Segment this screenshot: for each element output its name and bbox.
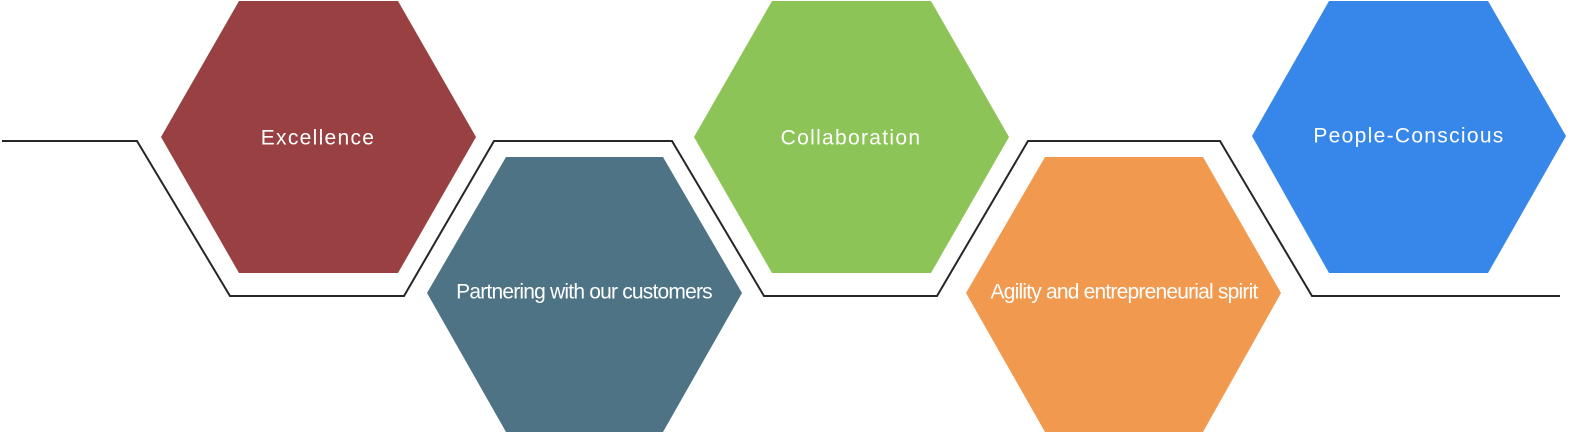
hex-label-agility: Agility and entrepreneurial spirit	[991, 281, 1259, 304]
hex-shape-partnering	[427, 157, 742, 432]
hex-people-conscious: People-Conscious	[1252, 1, 1566, 273]
hex-agility: Agility and entrepreneurial spirit	[966, 157, 1281, 432]
connector-line	[2, 140, 1560, 297]
hex-shape-people-conscious	[1252, 1, 1566, 273]
hex-collaboration: Collaboration	[694, 1, 1009, 273]
hex-label-people-conscious: People-Conscious	[1313, 125, 1504, 148]
hex-label-excellence: Excellence	[261, 127, 376, 150]
hex-shape-agility	[966, 157, 1281, 432]
hex-label-partnering: Partnering with our customers	[456, 281, 712, 304]
hex-shape-collaboration	[694, 1, 1009, 273]
hex-partnering: Partnering with our customers	[427, 157, 742, 432]
hex-label-collaboration: Collaboration	[781, 127, 922, 150]
hex-excellence: Excellence	[161, 1, 476, 273]
hex-shape-excellence	[161, 1, 476, 273]
